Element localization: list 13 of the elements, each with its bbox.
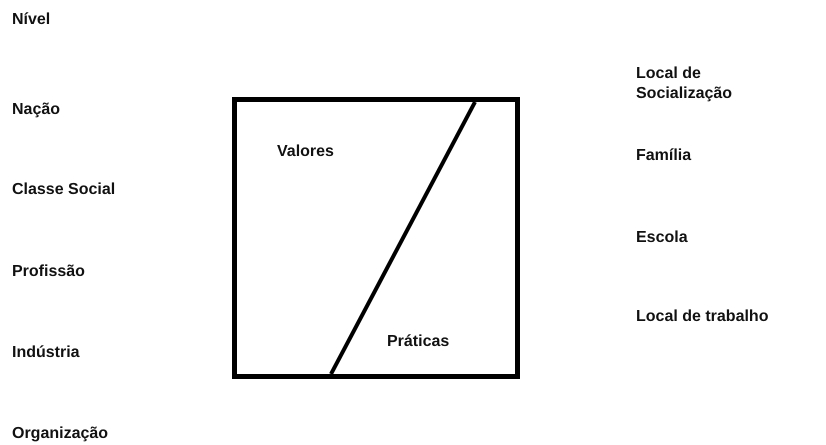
socialization-label: Escola [636,228,689,248]
section-label: Práticas [387,332,450,352]
level-label: Profissão [12,262,86,282]
level-label: Nível [12,10,52,30]
socialization-label: Local de trabalho [636,307,770,327]
level-label: Nação [12,100,62,120]
socialization-label: Local de Socialização [636,64,734,104]
level-label: Classe Social [12,180,116,200]
split-box [232,97,520,379]
section-label: Valores [277,142,334,162]
level-label: Indústria [12,343,81,363]
level-label: Organização [12,424,110,444]
socialization-label: Família [636,146,692,166]
